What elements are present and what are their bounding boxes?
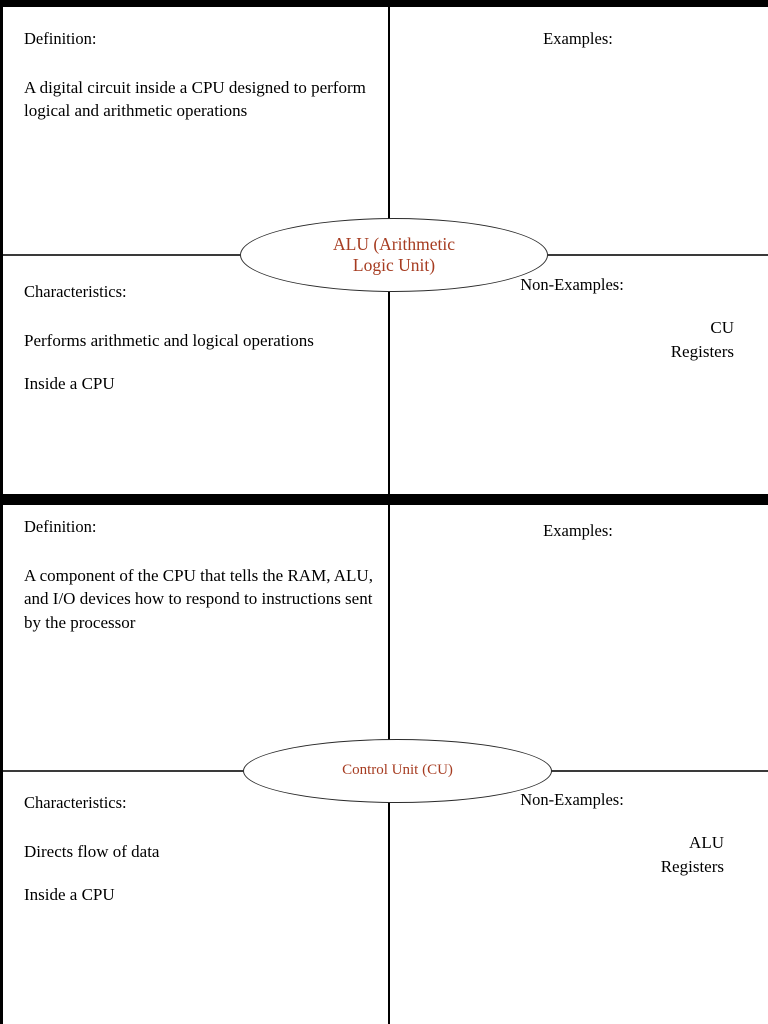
card1-characteristics-heading: Characteristics: [24,282,127,301]
card2-quadrant-non-examples: Non-Examples: ALU Registers [398,790,746,879]
card2-non-example-item-1: ALU [689,832,724,852]
card1-quadrant-definition: Definition: A digital circuit inside a C… [24,29,374,123]
card2-characteristic-item-1: Directs flow of data [24,841,160,861]
card2-term-ellipse: Control Unit (CU) [243,739,552,803]
card2-non-examples-heading: Non-Examples: [520,790,624,809]
card2-characteristic-item-2: Inside a CPU [24,885,115,905]
card2-examples-heading: Examples: [543,521,613,540]
card1-characteristic-item-1: Performs arithmetic and logical operatio… [24,330,314,350]
card1-quadrant-examples: Examples: [398,29,758,50]
card1-horizontal-arm-right [548,254,768,256]
card1-non-example-item-2: Registers [670,341,734,361]
card-separator-band [0,494,768,505]
top-border-band [0,0,768,7]
card1-quadrant-characteristics: Characteristics: Performs arithmetic and… [24,282,369,396]
card1-term-label: ALU (Arithmetic Logic Unit) [323,234,465,275]
card1-non-example-item-1: CU [710,317,734,337]
card2-horizontal-arm-left [3,770,243,772]
card1-term-line-2: Logic Unit) [352,255,436,275]
concept-card-alu: Definition: A digital circuit inside a C… [0,7,768,494]
card2-quadrant-examples: Examples: [398,521,758,542]
card1-quadrant-non-examples: Non-Examples: CU Registers [398,275,746,364]
card2-definition-heading: Definition: [24,517,97,536]
card2-quadrant-characteristics: Characteristics: Directs flow of data In… [24,793,369,907]
card1-definition-heading: Definition: [24,29,97,48]
card2-definition-text: A component of the CPU that tells the RA… [24,565,373,632]
card1-definition-text: A digital circuit inside a CPU designed … [24,77,366,121]
card2-quadrant-definition: Definition: A component of the CPU that … [24,517,379,634]
card1-non-examples-heading: Non-Examples: [520,275,624,294]
left-border-edge [0,0,3,1024]
card1-term-ellipse: ALU (Arithmetic Logic Unit) [240,218,548,292]
concept-card-control-unit: Definition: A component of the CPU that … [0,505,768,1024]
card2-non-example-item-2: Registers [660,856,724,876]
card1-examples-heading: Examples: [543,29,613,48]
card2-term-label: Control Unit (CU) [342,762,453,779]
card1-horizontal-arm-left [3,254,240,256]
card1-characteristic-item-2: Inside a CPU [24,374,115,394]
card2-horizontal-arm-right [549,770,768,772]
card1-term-line-1: ALU (Arithmetic [333,234,455,255]
card2-characteristics-heading: Characteristics: [24,793,127,812]
